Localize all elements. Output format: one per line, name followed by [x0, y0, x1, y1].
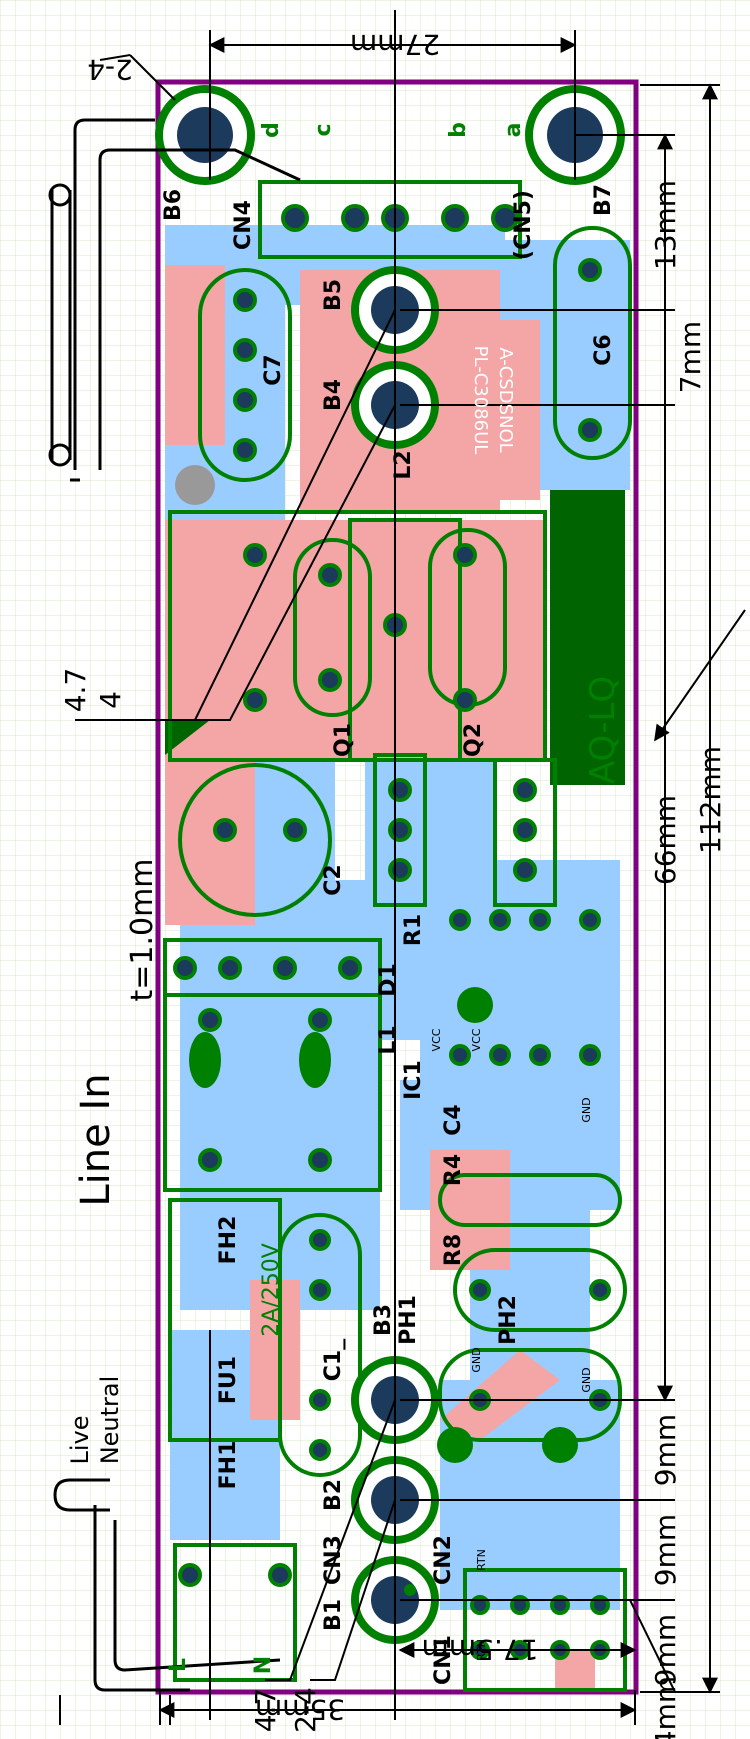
- pin-d: d: [259, 122, 284, 138]
- label-cn1: CN1: [431, 1635, 456, 1685]
- dim-seg-13: 13mm: [649, 180, 682, 270]
- label-b5: B5: [321, 279, 346, 311]
- line-in-label: Line In: [73, 1073, 119, 1206]
- dim-bottom-width: 35mm: [255, 1693, 345, 1726]
- dim-hole-2-4-bottom: 2-4: [289, 1687, 322, 1733]
- label-b2: B2: [321, 1479, 346, 1511]
- fuse-rating: 2A/250V: [259, 1243, 284, 1337]
- label-ic1: IC1: [401, 1060, 426, 1100]
- label-c7: C7: [261, 354, 286, 385]
- label-r4: R4: [441, 1154, 466, 1186]
- dim-hole-4-7-bottom: 4.7: [249, 1688, 282, 1733]
- thickness-note: t=1.0mm: [125, 858, 160, 1001]
- label-b7: B7: [591, 184, 616, 216]
- label-q1: Q1: [331, 723, 356, 757]
- pin-n: N: [251, 1656, 276, 1674]
- label-cn3: CN3: [321, 1535, 346, 1585]
- pin-rtn-2: RTN: [475, 1639, 488, 1661]
- dim-hole-2-4-top: 2-4: [87, 53, 133, 86]
- input-wire-loop: [48, 118, 301, 1692]
- pin-a: a: [501, 123, 526, 138]
- label-b3: B3: [371, 1304, 396, 1336]
- label-c1: C1_: [321, 1339, 346, 1381]
- green-blobs: [189, 987, 578, 1596]
- label-b4: B4: [321, 379, 346, 411]
- pin-gnd-1: GND: [580, 1097, 593, 1122]
- label-r8: R8: [441, 1234, 466, 1266]
- label-c2: C2: [321, 864, 346, 895]
- dim-seg-66: 66mm: [649, 795, 682, 885]
- dim-hole-4: 4: [94, 691, 127, 709]
- label-d1: D1: [376, 963, 401, 997]
- board-outline: [155, 79, 639, 1695]
- pin-vcc-1: VCC: [430, 1028, 443, 1051]
- dim-seg-9a: 9mm: [649, 1414, 682, 1486]
- pin-l: L: [166, 1658, 191, 1672]
- label-ph2: PH2: [496, 1295, 521, 1345]
- dim-hole-4-7-top: 4.7: [59, 668, 92, 713]
- dimension-lines: [59, 10, 746, 1725]
- heatsink: [550, 490, 625, 785]
- label-fh1: FH1: [216, 1441, 241, 1490]
- pin-gnd-3: GND: [580, 1367, 593, 1392]
- label-cn4: CN4: [231, 200, 256, 250]
- label-c4: C4: [441, 1104, 466, 1135]
- pin-c: c: [311, 123, 336, 136]
- live-label: Live: [66, 1415, 94, 1464]
- label-b1: B1: [321, 1599, 346, 1631]
- dim-seg-9c: 9mm: [649, 1614, 682, 1686]
- dim-bottom-offset: 17.5mm: [422, 1633, 539, 1666]
- board-text-1: PL-C3086UL: [470, 346, 491, 455]
- pin-gnd-2: GND: [470, 1347, 483, 1372]
- dim-top-width: 27mm: [350, 28, 440, 61]
- dim-seg-7: 7mm: [674, 321, 707, 393]
- label-cn2: CN2: [431, 1535, 456, 1585]
- pin-rtn-1: RTN: [475, 1549, 488, 1571]
- dim-seg-9b: 9mm: [649, 1514, 682, 1586]
- component-pads: [173, 204, 611, 1660]
- dim-total-height: 112mm: [694, 746, 727, 854]
- label-r1: R1: [401, 914, 426, 946]
- pin-labels: a b c d RTN RTN GND GND GND VCC VCC N L: [166, 122, 593, 1674]
- label-cn5: (CN5): [511, 190, 536, 260]
- label-l2: L2: [391, 450, 416, 479]
- pin-vcc-2: VCC: [470, 1028, 483, 1051]
- model-label: AQ-LQ: [583, 676, 623, 784]
- label-l1: L1: [376, 1025, 401, 1054]
- neutral-label: Neutral: [96, 1376, 124, 1465]
- label-fu1: FU1: [216, 1356, 241, 1404]
- label-fh2: FH2: [216, 1216, 241, 1265]
- dim-seg-4: 4mm: [649, 1676, 682, 1739]
- label-c6: C6: [591, 334, 616, 365]
- label-ph1: PH1: [396, 1295, 421, 1345]
- board-text-2: A-CSDSNOL: [495, 347, 516, 452]
- designators: B6 B7 B5 B4 B3 B2 B1 CN4 (CN5) CN3 CN2 C…: [161, 184, 616, 1685]
- pin-b: b: [446, 122, 471, 138]
- label-q2: Q2: [461, 723, 486, 757]
- pin1-marker: [165, 720, 210, 755]
- label-b6: B6: [161, 189, 186, 221]
